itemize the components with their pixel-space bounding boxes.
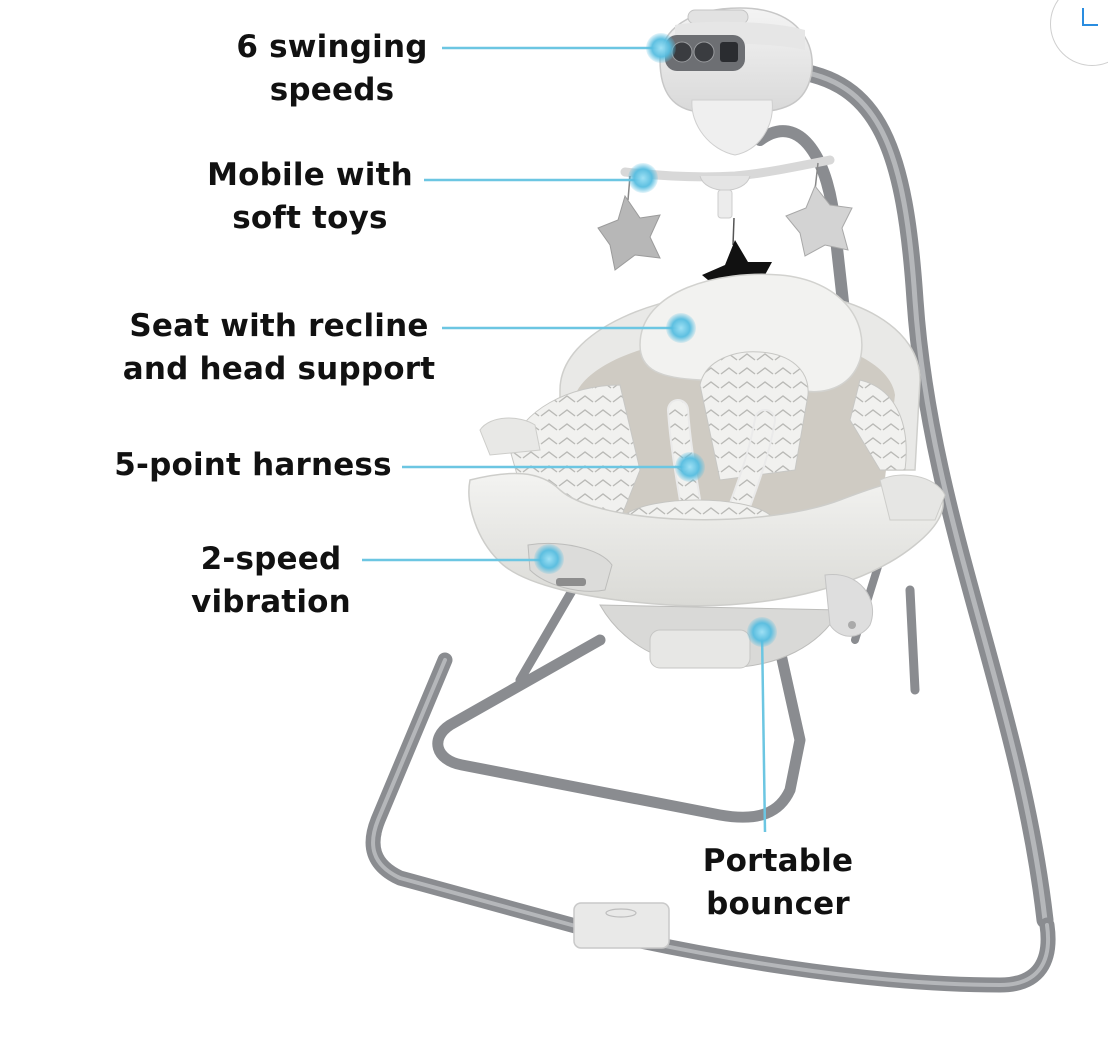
expand-icon: [1082, 8, 1098, 26]
callout-lines: [362, 46, 767, 833]
callout-label-mobile: Mobile with soft toys: [200, 154, 420, 240]
callout-dot-mobile: [628, 163, 658, 193]
callout-label-seat: Seat with recline and head support: [120, 305, 438, 391]
callout-dots: [534, 33, 777, 647]
toy-star-right: [785, 185, 853, 257]
seat: [468, 273, 946, 669]
callout-label-swing-speeds: 6 swinging speeds: [228, 26, 436, 112]
frame-base-bouncer: [432, 634, 806, 823]
callout-line-text: Seat with recline: [129, 308, 429, 344]
callout-line-text: Portable: [702, 843, 854, 879]
swing-frame: [365, 61, 1056, 993]
head-support: [639, 273, 863, 393]
swing-motor-head: [659, 7, 813, 156]
callout-dot-swing-speeds: [646, 33, 676, 63]
callout-label-bouncer: Portable bouncer: [692, 840, 864, 926]
base-foot-pad: [573, 902, 670, 949]
callout-line-text: 2-speed: [200, 541, 342, 577]
callout-line-text: speeds: [269, 72, 395, 108]
callout-line-bouncer: [760, 631, 767, 833]
callout-line-text: bouncer: [706, 886, 850, 922]
callout-line-text: Mobile with: [207, 157, 413, 193]
callout-line-text: vibration: [191, 584, 351, 620]
callout-line-text: and head support: [122, 351, 436, 387]
callout-dot-harness: [675, 452, 705, 482]
callout-line-text: 5-point harness: [114, 447, 392, 483]
callout-dot-bouncer: [747, 617, 777, 647]
callout-line-text: soft toys: [232, 200, 388, 236]
callout-label-harness: 5-point harness: [108, 444, 398, 487]
toy-star-left: [597, 194, 661, 271]
callout-dot-seat: [666, 313, 696, 343]
callout-line-text: 6 swinging: [236, 29, 428, 65]
callout-dot-vibration: [534, 544, 564, 574]
callout-label-vibration: 2-speed vibration: [186, 538, 356, 624]
